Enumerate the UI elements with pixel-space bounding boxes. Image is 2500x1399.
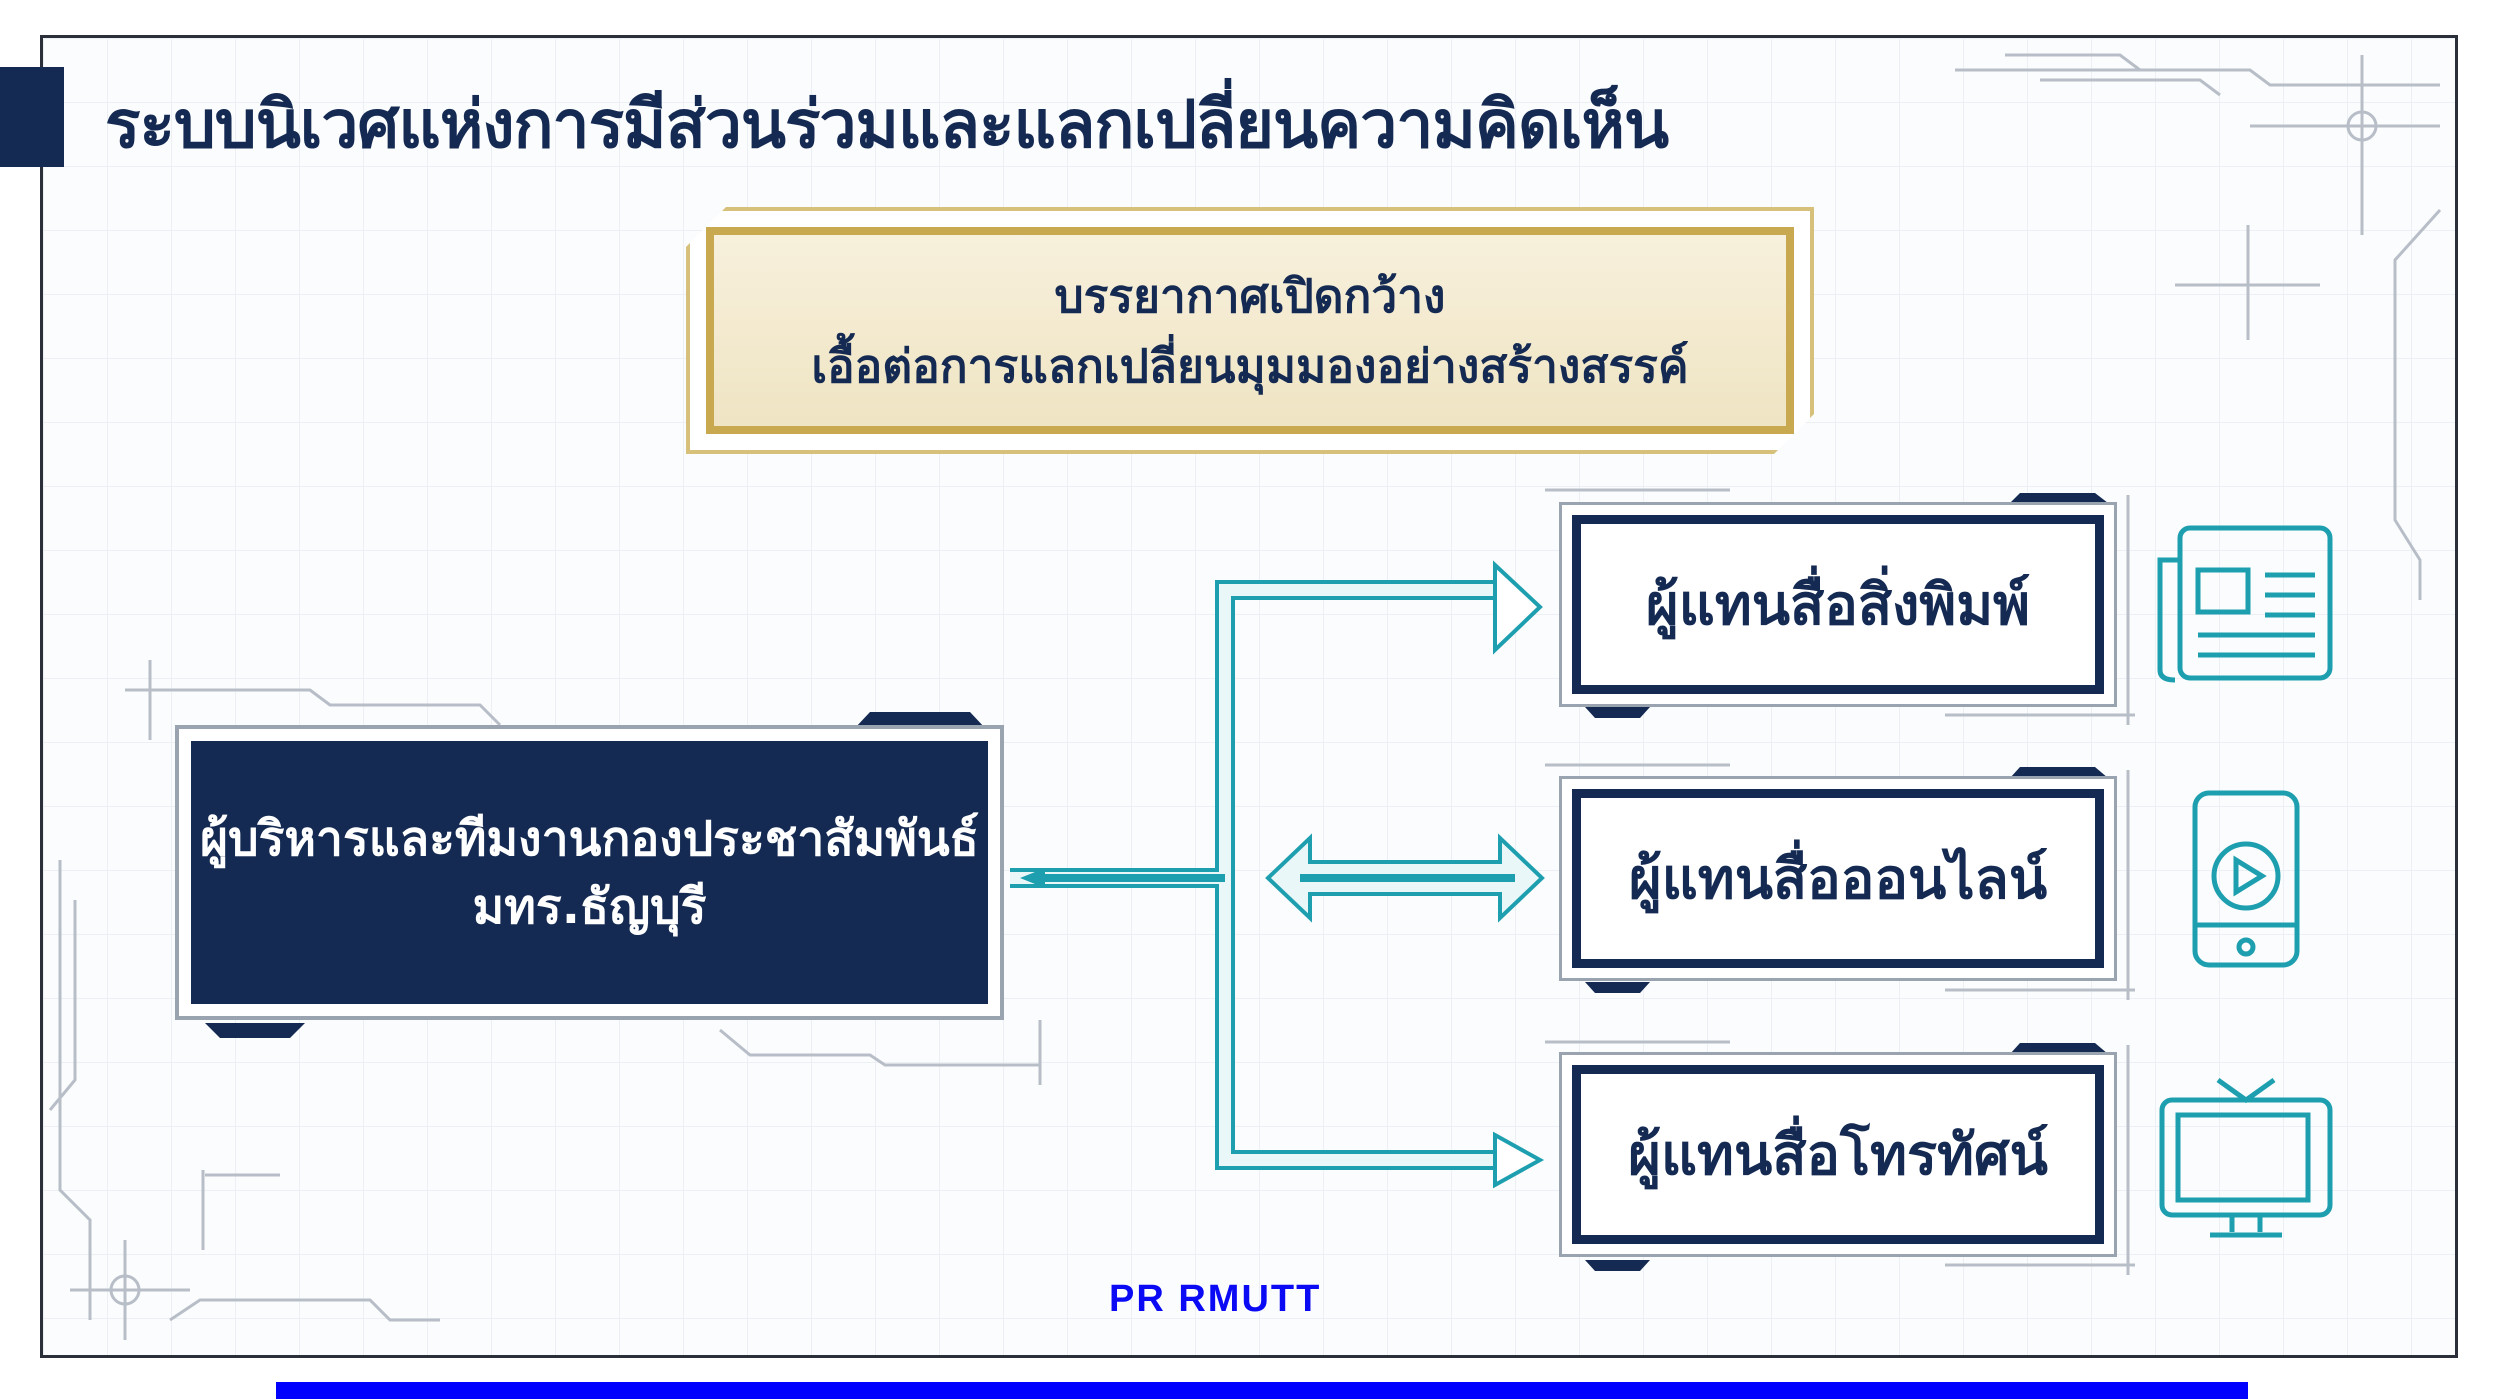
source-box: ผู้บริหารและทีมงานกองประชาสัมพันธ์ มทร.ธ… (175, 725, 1004, 1020)
media-label: ผู้แทนสื่อโทรทัศน์ (1628, 1123, 2048, 1188)
page-title: ระบบนิเวศแห่งการมีส่วนร่วมและแลกเปลี่ยนค… (105, 86, 1669, 163)
highlight-line-2: เอื้อต่อการแลกเปลี่ยนมุมมองอย่างสร้างสรร… (811, 338, 1689, 393)
media-label: ผู้แทนสื่อสิ่งพิมพ์ (1645, 573, 2031, 638)
media-box-print: ผู้แทนสื่อสิ่งพิมพ์ (1559, 502, 2117, 707)
media-box-online: ผู้แทนสื่อออนไลน์ (1559, 776, 2117, 981)
source-line-1: ผู้บริหารและทีมงานกองประชาสัมพันธ์ (200, 810, 979, 867)
source-line-2: มทร.ธัญบุรี (472, 878, 707, 935)
footer-brand: PR RMUTT (1109, 1278, 1322, 1320)
media-label: ผู้แทนสื่อออนไลน์ (1628, 847, 2048, 912)
title-accent-tab (0, 67, 64, 167)
highlight-box: บรรยากาศเปิดกว้าง เอื้อต่อการแลกเปลี่ยนม… (686, 207, 1814, 454)
newspaper-icon (2157, 525, 2333, 683)
circuit-decorations (48, 53, 2442, 1340)
highlight-line-1: บรรยากาศเปิดกว้าง (1054, 268, 1446, 323)
media-box-tv: ผู้แทนสื่อโทรทัศน์ (1559, 1052, 2117, 1257)
footer-bar (276, 1382, 2248, 1399)
arrows (1010, 560, 1545, 1189)
smartphone-play-icon (2192, 790, 2300, 968)
television-icon (2159, 1077, 2333, 1238)
arrowhead (1493, 560, 1545, 1189)
